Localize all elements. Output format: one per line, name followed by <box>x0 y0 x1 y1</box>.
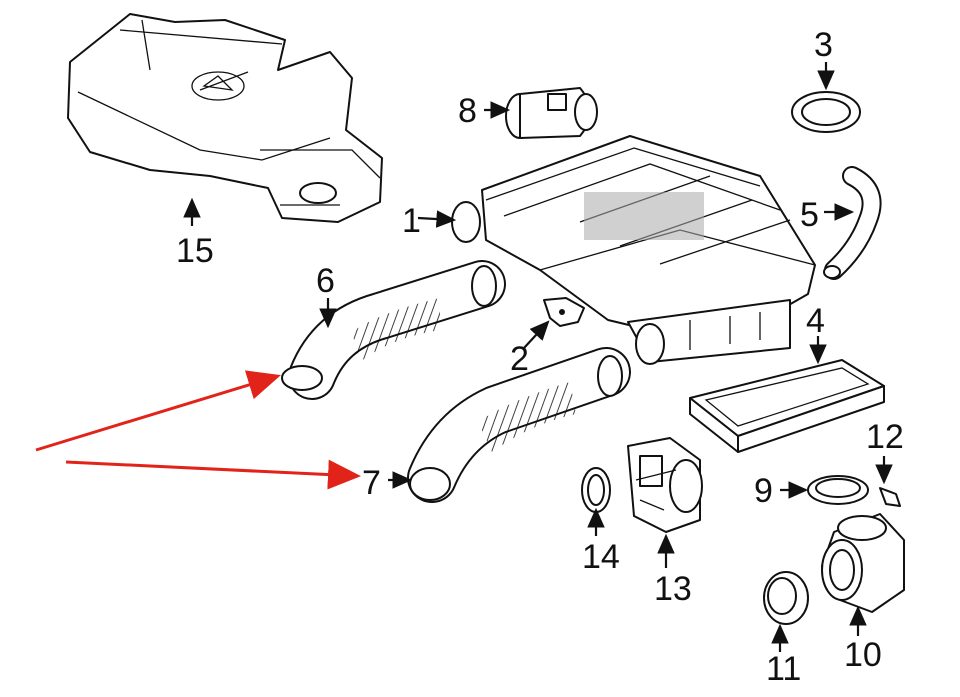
gasket-part <box>581 467 611 513</box>
leader-lines <box>183 62 893 652</box>
air-filter-housing-part <box>451 135 816 365</box>
callout-2: 2 <box>510 340 529 378</box>
callout-8: 8 <box>458 92 477 130</box>
callout-3: 3 <box>814 26 833 64</box>
clamp-ring-part <box>807 475 869 505</box>
callout-1: 1 <box>402 202 421 240</box>
intake-adapter-part <box>821 513 905 613</box>
intake-duct-lower-part <box>407 347 631 503</box>
callout-14: 14 <box>582 538 620 576</box>
callout-9: 9 <box>754 472 773 510</box>
callout-10: 10 <box>844 636 882 674</box>
callout-12: 12 <box>866 418 904 456</box>
bracket-part <box>543 297 585 327</box>
highlight-arrow-upper <box>35 370 281 452</box>
throttle-body-part <box>627 437 703 533</box>
leader-2 <box>523 320 550 349</box>
callout-5: 5 <box>800 196 819 234</box>
callout-6: 6 <box>316 262 335 300</box>
clip-part <box>879 487 901 507</box>
engine-cover-part <box>67 13 383 223</box>
highlight-arrow-lower <box>65 459 361 490</box>
filter-element-part <box>689 359 885 453</box>
highlight-arrows <box>35 370 361 490</box>
ring-part <box>791 91 861 133</box>
callout-7: 7 <box>362 464 381 502</box>
callout-13: 13 <box>654 570 692 608</box>
callout-11: 11 <box>766 650 801 688</box>
callout-15: 15 <box>176 232 214 270</box>
leader-1 <box>417 210 457 228</box>
callout-4: 4 <box>806 302 825 340</box>
intake-duct-upper-part <box>281 260 506 400</box>
callout-labels: 1 2 3 4 5 6 7 8 9 10 11 12 13 14 15 <box>176 26 904 688</box>
hose-part <box>823 166 882 280</box>
air-flow-sensor-part <box>505 87 598 139</box>
sleeve-part <box>763 571 809 625</box>
